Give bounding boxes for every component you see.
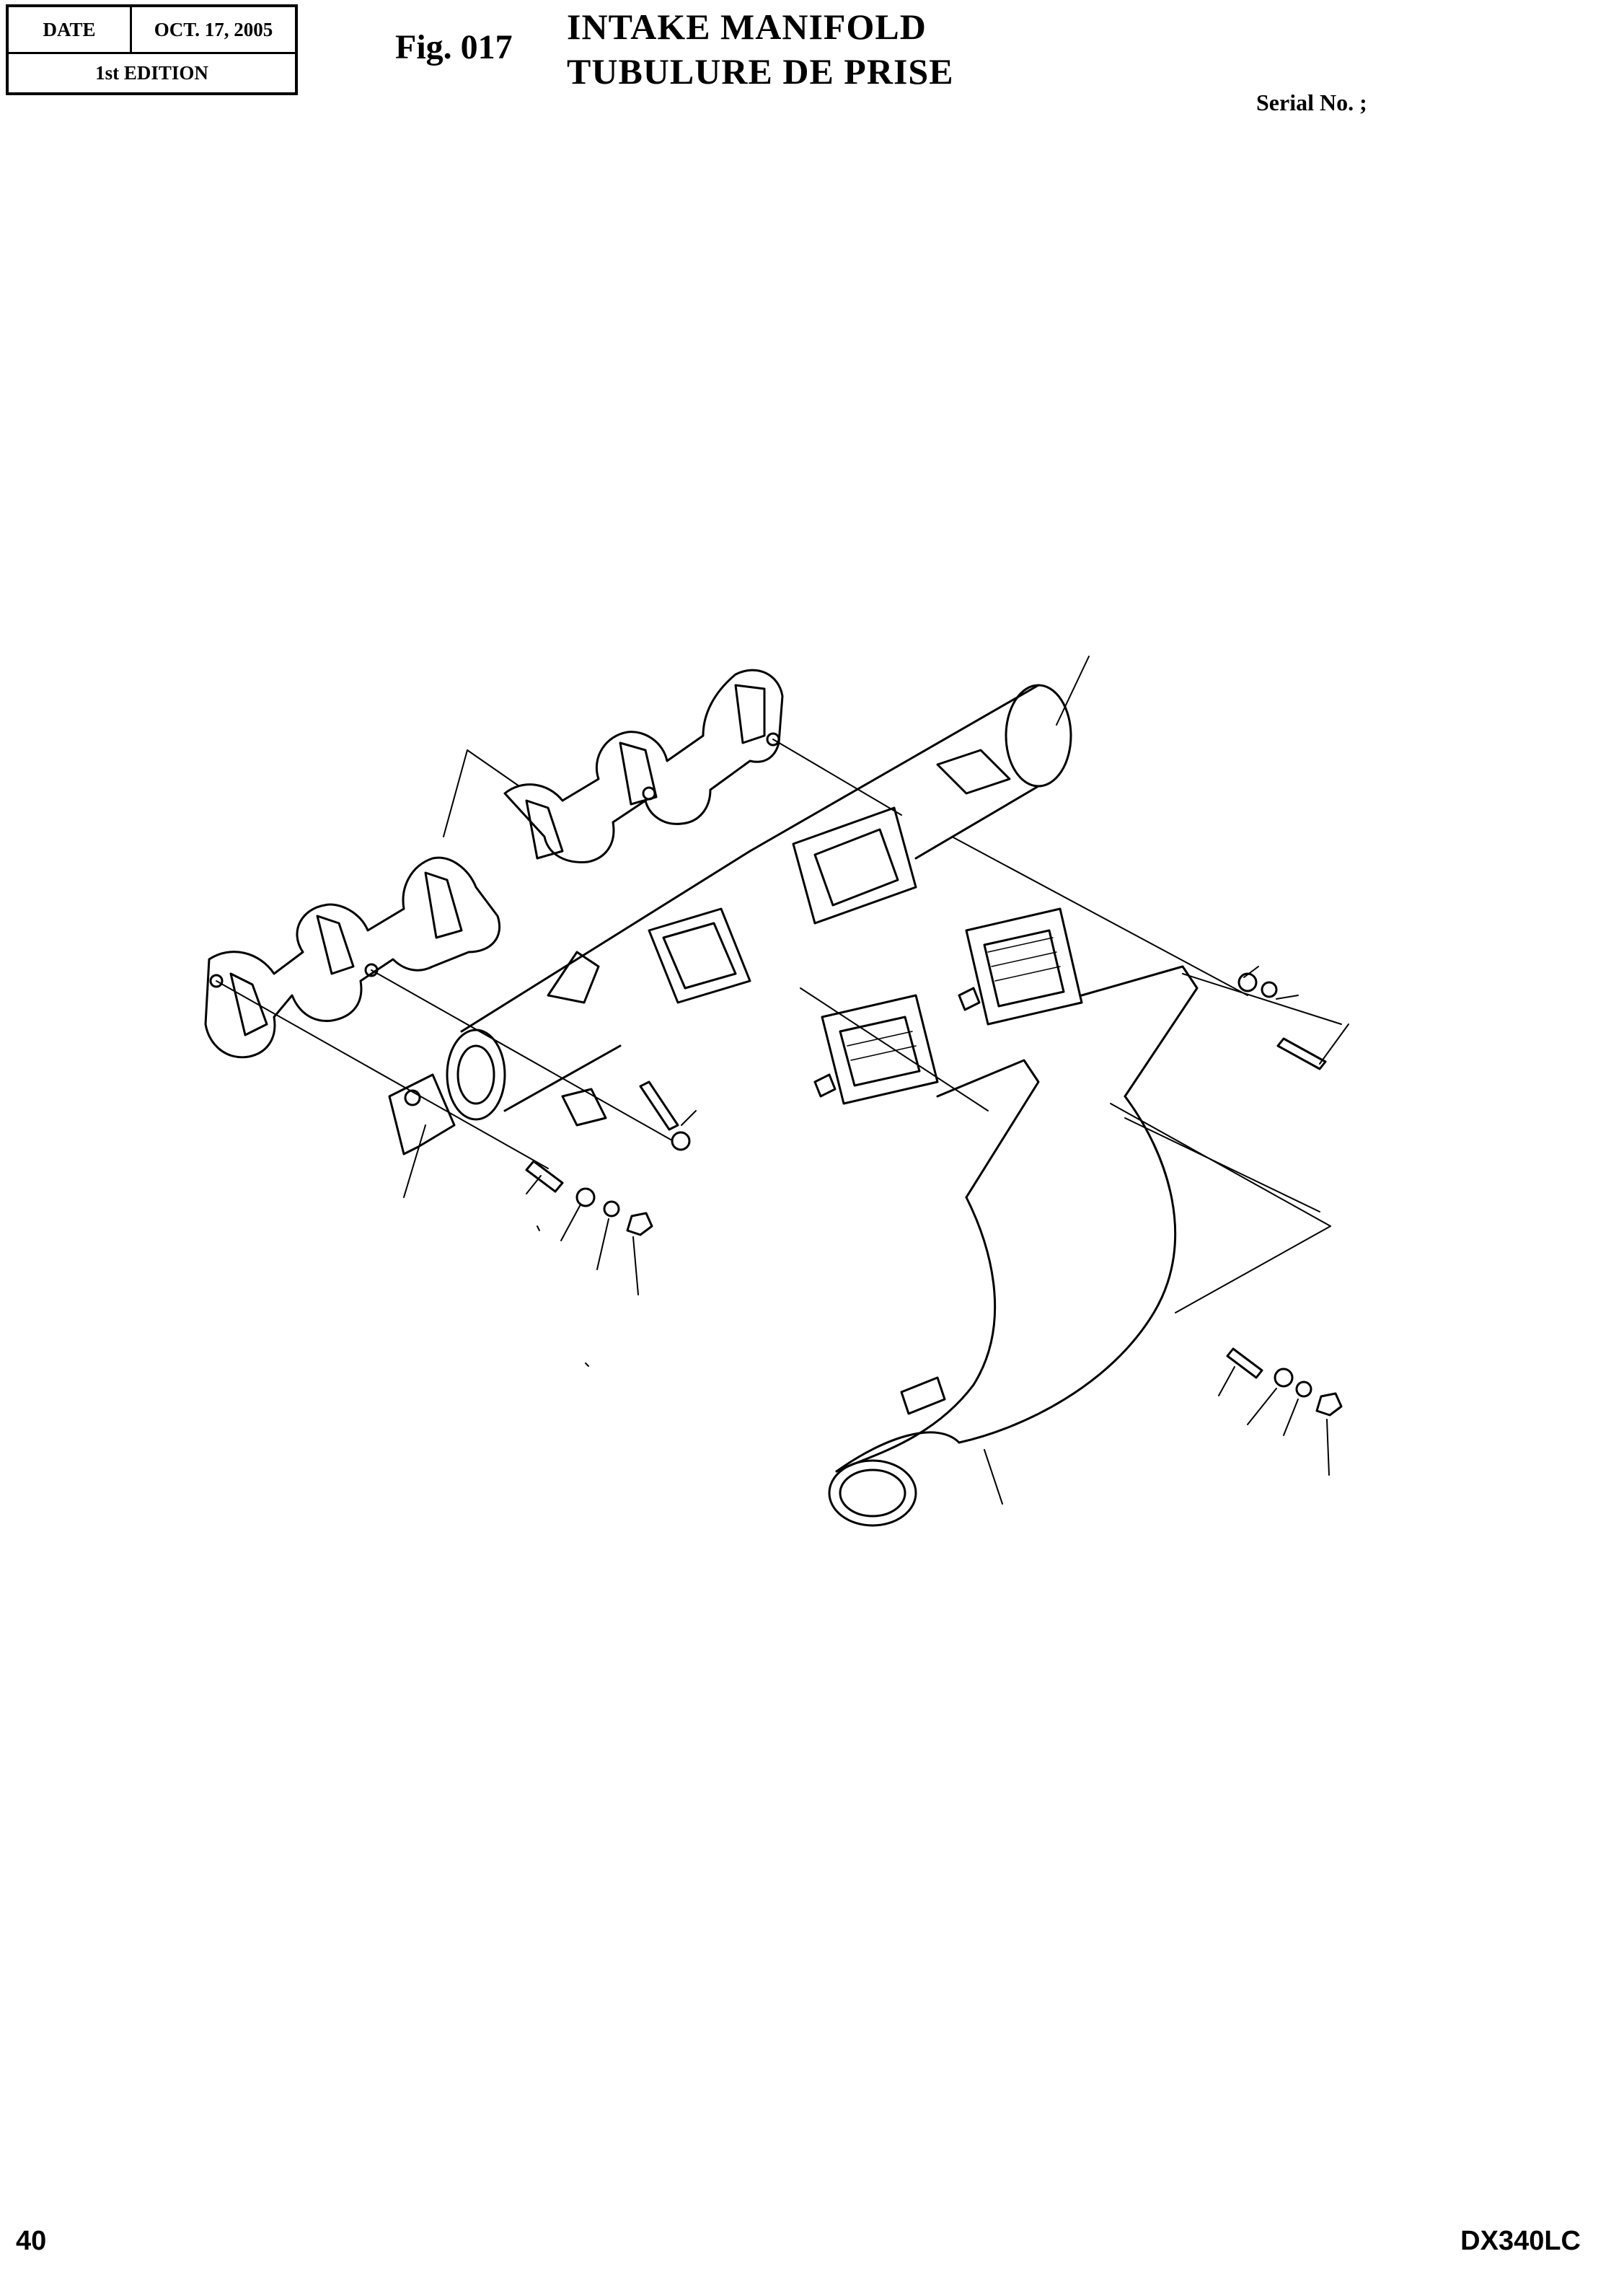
page-number: 40 [16,2226,47,2256]
date-label: DATE [9,7,132,52]
serial-number: Serial No. ; [1256,89,1367,115]
title-french: TUBULURE DE PRISE [567,51,954,92]
intake-pipe [828,965,1199,1527]
callout-lines [216,656,1349,1505]
model-code: DX340LC [1460,2226,1581,2256]
fasteners [525,972,1343,1417]
gasket-right [503,669,784,863]
title-english: INTAKE MANIFOLD [567,6,927,47]
date-row: DATE OCT. 17, 2005 [9,7,295,54]
flange-plates [821,907,1083,1105]
edition-label: 1st EDITION [95,62,208,84]
gasket-leader-lines [443,749,520,837]
gasket-left [204,856,501,1059]
manifold-body [388,684,1072,1155]
figure-number: Fig. 017 [395,28,513,66]
stray-marks [537,1225,589,1367]
edition-box: DATE OCT. 17, 2005 1st EDITION [6,4,298,95]
date-value: OCT. 17, 2005 [154,18,273,40]
